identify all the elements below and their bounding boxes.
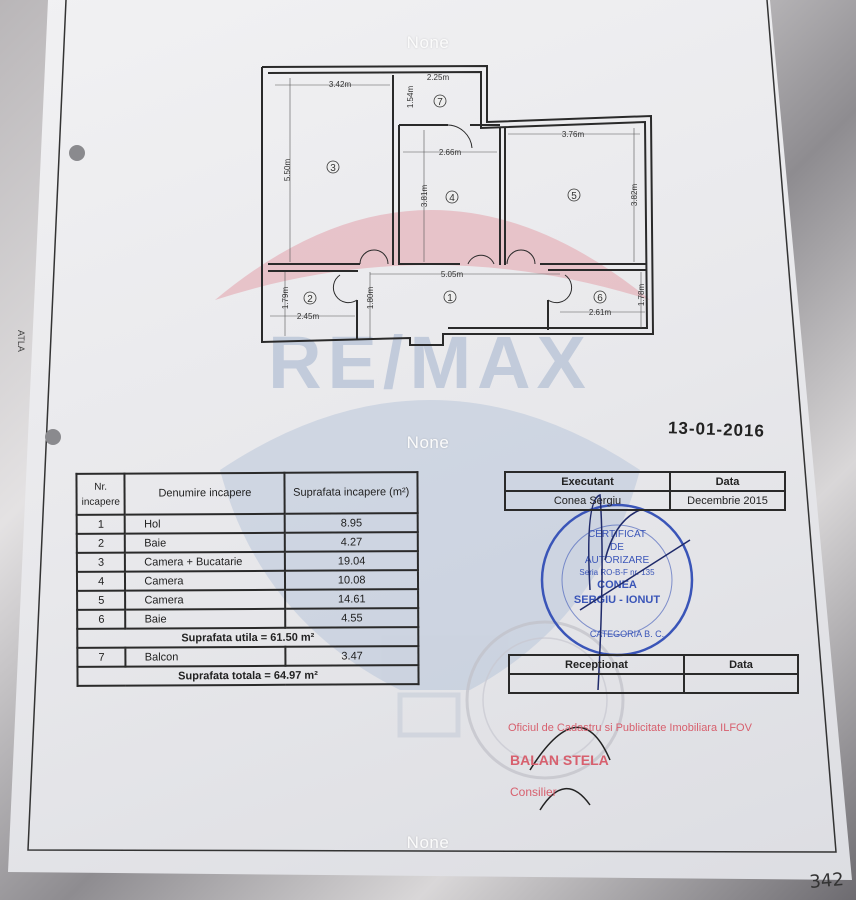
outer-wall [261, 64, 655, 346]
stamp-text: Seria RO-B-F nr. 135 [579, 568, 655, 577]
balloon-red-top [215, 210, 650, 300]
room-number-2: 2 [303, 291, 317, 305]
room-number-text: 1 [447, 293, 453, 304]
side-label: ATLA [16, 330, 26, 352]
door-arc [332, 274, 358, 304]
room-number-text: 4 [449, 193, 455, 204]
ocpi-office: Oficiul de Cadastru si Publicitate Imobi… [508, 722, 752, 734]
room-number-text: 6 [597, 293, 603, 304]
dim-label: 1.80m [366, 287, 375, 310]
dim-label: 3.42m [329, 80, 352, 89]
room-number-text: 3 [330, 163, 336, 174]
room-labels: 3 7 4 5 2 1 6 [303, 94, 607, 305]
table-header-row: Nr. incapere Denumire incapere Suprafata… [76, 472, 418, 515]
door-arc [447, 124, 473, 149]
dim-label: 1.79m [281, 287, 290, 310]
punch-hole [45, 429, 61, 445]
room-number-6: 6 [593, 290, 607, 304]
dim-label: 1.54m [406, 86, 415, 109]
authorization-stamp: CERTIFICAT DE AUTORIZARE Seria RO-B-F nr… [540, 503, 694, 657]
stamp-text: DE [610, 542, 624, 553]
page-border [27, 0, 837, 853]
room-number-1: 1 [443, 290, 457, 304]
dimension-lines [270, 78, 645, 338]
room-number-5: 5 [567, 188, 581, 202]
dim-label: 3.76m [562, 130, 585, 139]
header-area: Suprafata incapere (m²) [284, 472, 418, 514]
dim-label: 3.81m [420, 185, 429, 208]
outer-wall-inner [267, 70, 649, 329]
dim-label: 2.66m [439, 148, 462, 157]
room-number-text: 2 [307, 294, 313, 305]
watermark-label: None [406, 33, 450, 52]
dim-label: 3.82m [630, 184, 639, 207]
dim-label: 2.45m [297, 312, 320, 321]
door-arc [359, 249, 389, 265]
header-nr: Nr. incapere [76, 473, 126, 515]
stamp-text: SERGIU - IONUT [574, 594, 660, 606]
dim-label: 2.61m [589, 308, 612, 317]
room-number-text: 7 [437, 97, 443, 108]
dim-label: 5.05m [441, 270, 464, 279]
door-arc [547, 274, 573, 304]
header-name: Denumire incapere [124, 472, 286, 515]
punch-hole [69, 145, 85, 161]
floor-plan [261, 64, 655, 346]
watermark-label: None [406, 433, 450, 452]
rooms-table: Nr. incapere Denumire incapere Suprafata… [75, 471, 419, 687]
room-number-7: 7 [433, 94, 447, 108]
dim-label: 5.50m [283, 159, 292, 182]
ocpi-title: Consilier [510, 785, 557, 799]
watermark-label: None [406, 833, 450, 852]
page-mark: 342 [809, 869, 845, 893]
dim-label: 1.78m [637, 284, 646, 307]
stamp-text: CATEGORIA B. C. [590, 629, 664, 639]
room-number-4: 4 [445, 190, 459, 204]
ocpi-name: BALAN STELA [510, 752, 609, 768]
stamp-text: CONEA [597, 579, 637, 591]
room-number-3: 3 [326, 160, 340, 174]
signature-ocpi [529, 726, 611, 811]
received-date-stamp: 13-01-2016 [667, 418, 766, 441]
stamp-text: AUTORIZARE [585, 555, 650, 566]
dimension-labels: 3.42m 2.25m 1.54m 2.66m 3.76m 5.50m 3.81… [281, 73, 646, 321]
dim-label: 2.25m [427, 73, 450, 82]
useful-area-row: Suprafata utila = 61.50 m² [77, 627, 419, 648]
door-arc [467, 254, 495, 265]
stamp-text: CERTIFICAT [588, 529, 646, 540]
total-area-row: Suprafata totala = 64.97 m² [77, 665, 419, 686]
room-number-text: 5 [571, 191, 577, 202]
ocpi-stamp-faded [465, 620, 625, 780]
balloon-basket [397, 692, 461, 738]
door-arc [506, 249, 536, 265]
